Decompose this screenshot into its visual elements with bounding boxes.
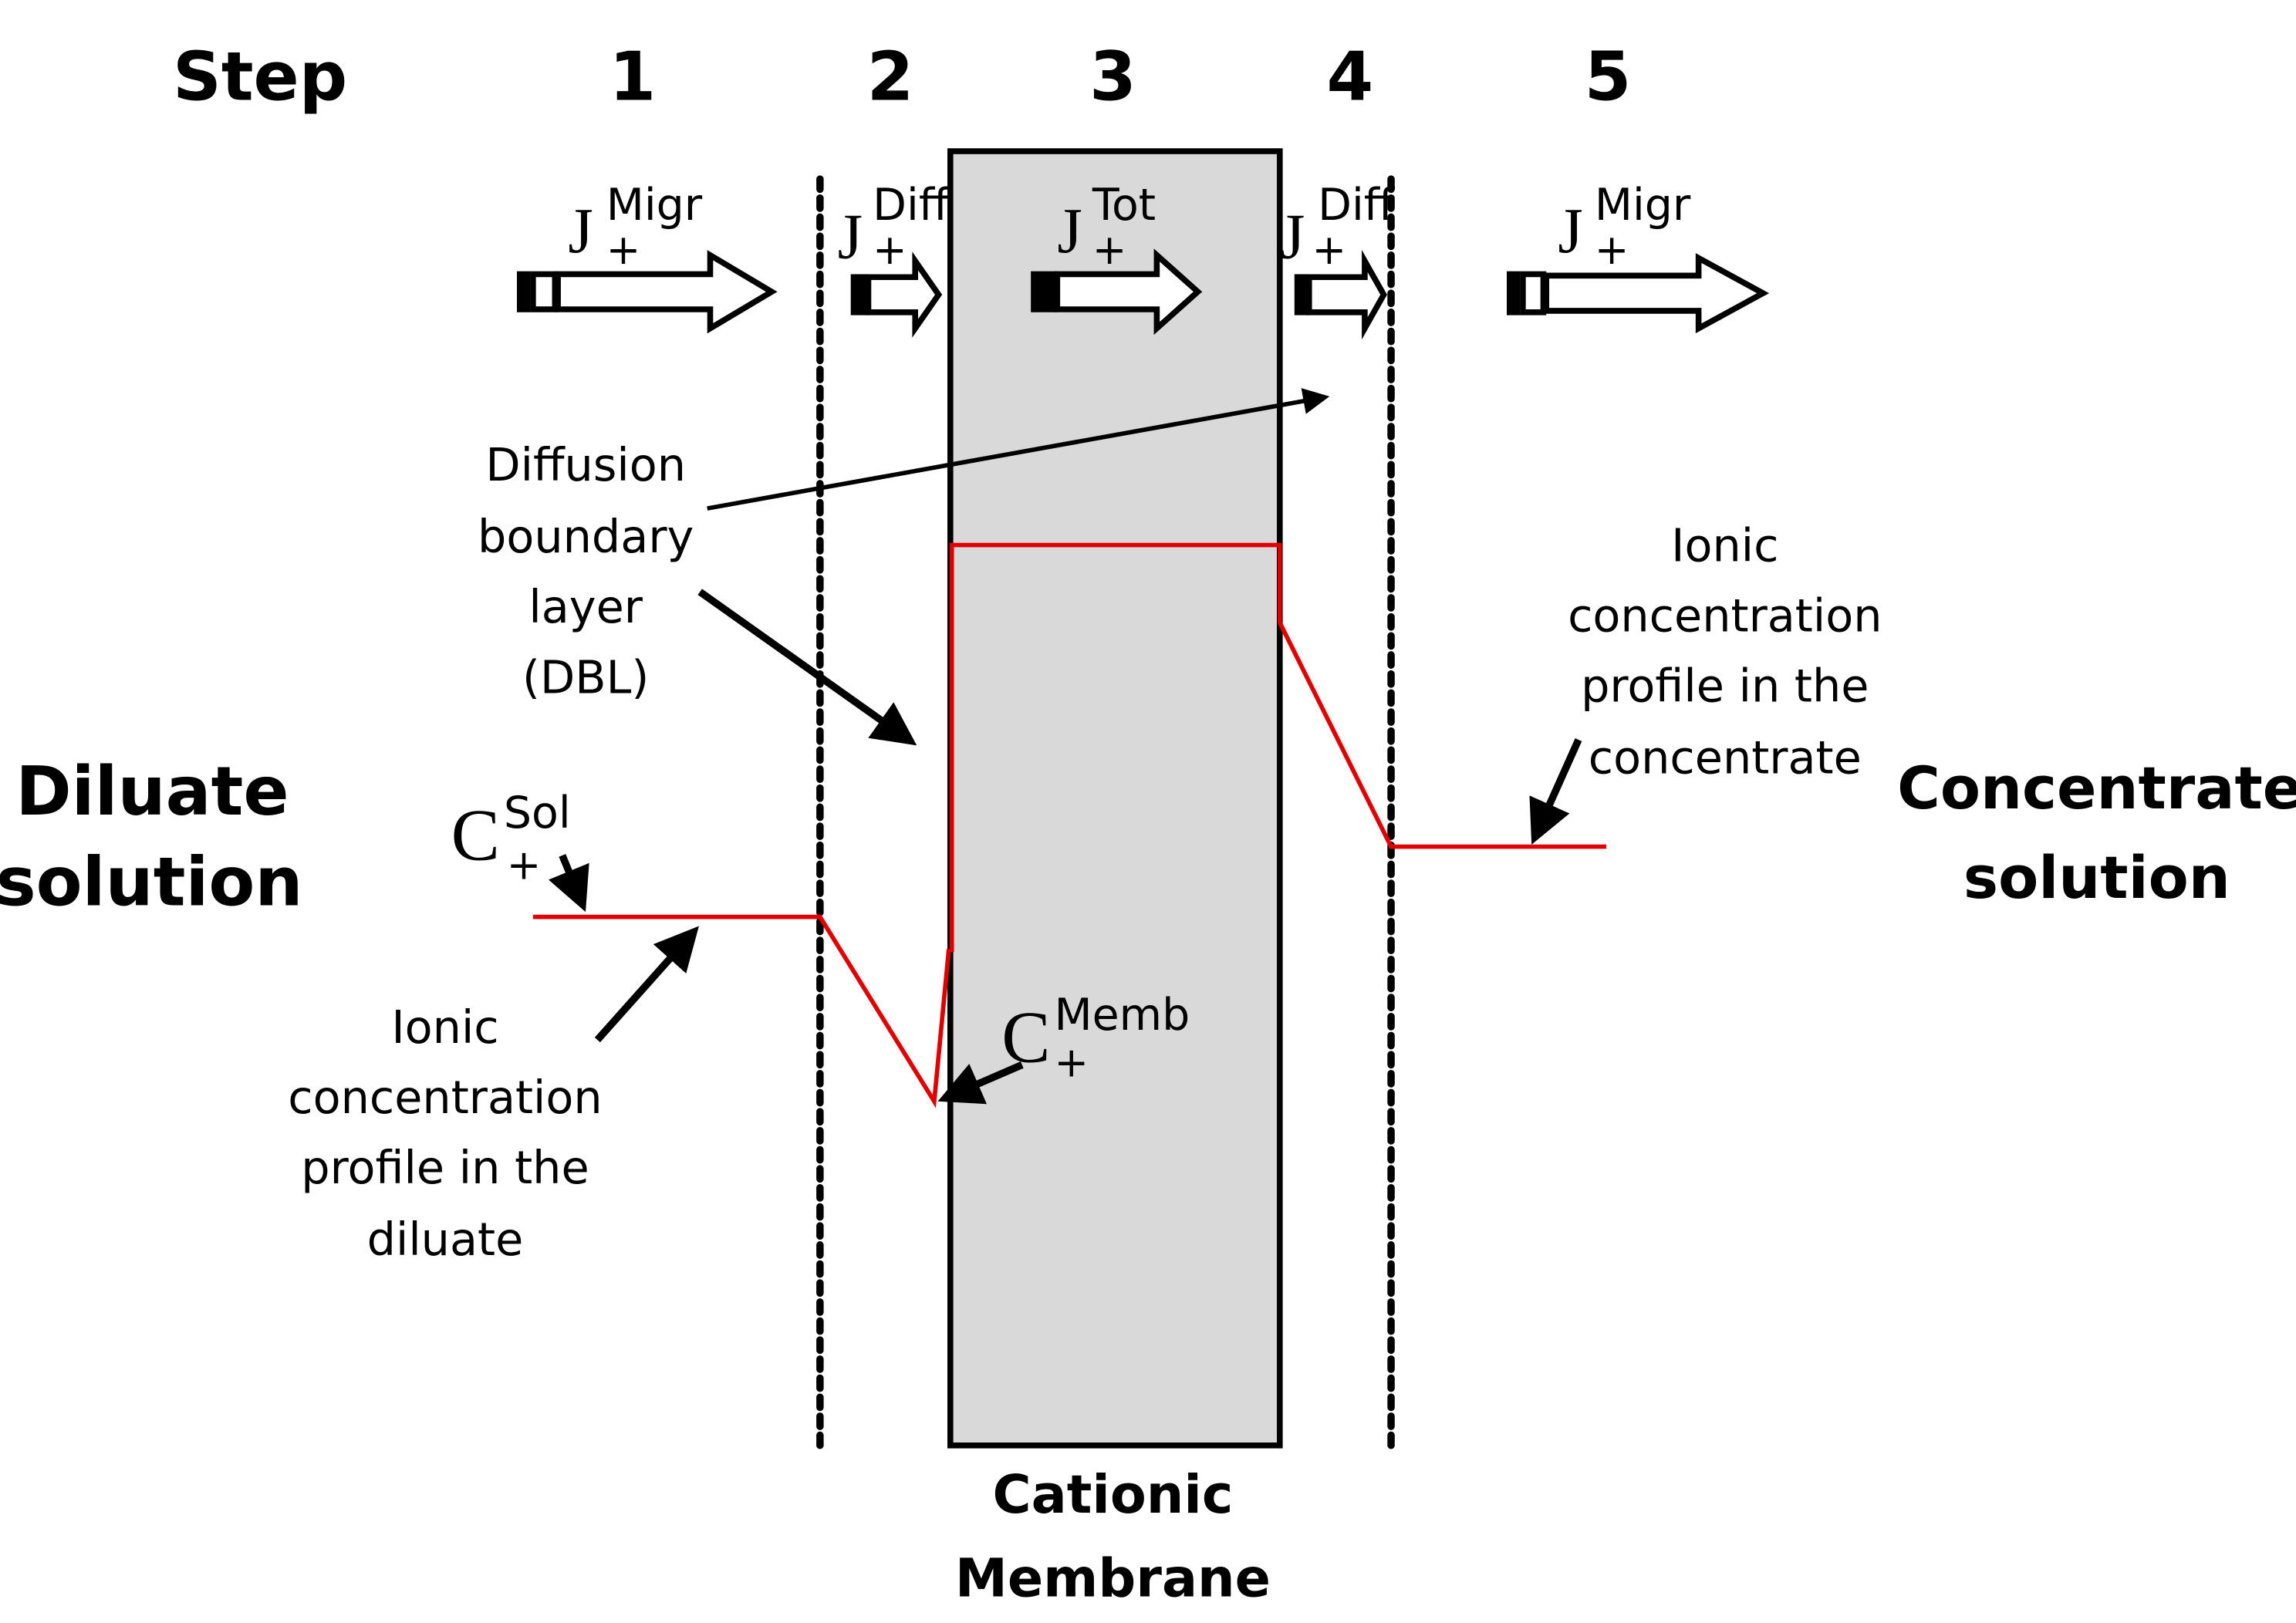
svg-text:solution: solution <box>1963 844 2230 912</box>
membrane-label: Cationic Membrane <box>955 1465 1271 1609</box>
svg-text:layer: layer <box>528 580 643 633</box>
svg-text:Concentrate: Concentrate <box>1897 754 2296 822</box>
svg-text:+: + <box>1312 226 1347 274</box>
svg-text:Migr: Migr <box>606 180 703 231</box>
svg-text:concentration: concentration <box>1568 589 1882 643</box>
svg-text:boundary: boundary <box>478 510 694 563</box>
flux-label-1: J Migr + <box>568 180 702 274</box>
step-label: Step <box>173 38 347 116</box>
svg-text:Ionic: Ionic <box>1671 518 1778 572</box>
svg-text:Cationic: Cationic <box>993 1465 1234 1526</box>
svg-text:J: J <box>1558 196 1583 267</box>
flux-arrow-4 <box>1294 249 1387 340</box>
svg-text:solution: solution <box>0 842 302 921</box>
flux-arrow-3 <box>1031 248 1203 336</box>
dbl-pointer-arrow-left <box>697 589 917 746</box>
svg-text:Tot: Tot <box>1092 180 1156 231</box>
flux-label-4: J Diff + <box>1280 180 1396 274</box>
concentrate-solution-title: Concentrate solution <box>1897 754 2296 912</box>
svg-text:diluate: diluate <box>367 1213 524 1266</box>
c-memb-pointer-arrow <box>937 1061 1024 1105</box>
svg-text:(DBL): (DBL) <box>522 650 649 704</box>
diluate-solution-title: Diluate solution <box>0 752 302 922</box>
svg-text:C: C <box>451 795 500 876</box>
svg-text:Diffusion: Diffusion <box>485 438 686 491</box>
svg-text:J: J <box>1280 202 1305 273</box>
svg-text:+: + <box>606 226 641 274</box>
svg-text:Ionic: Ionic <box>391 1000 498 1054</box>
dbl-label: Diffusion boundary layer (DBL) <box>478 438 694 704</box>
svg-text:Membrane: Membrane <box>955 1548 1271 1609</box>
flux-label-3: J Tot + <box>1057 180 1156 274</box>
svg-text:Diff: Diff <box>1318 180 1396 231</box>
svg-text:concentrate: concentrate <box>1589 731 1862 785</box>
svg-text:Memb: Memb <box>1055 990 1190 1041</box>
concentration-profile <box>532 914 951 1108</box>
svg-text:profile in the: profile in the <box>301 1141 589 1194</box>
step-number-1: 1 <box>609 38 657 116</box>
svg-text:concentration: concentration <box>288 1071 602 1124</box>
svg-text:Sol: Sol <box>504 788 571 838</box>
c-sol-label: C Sol + <box>451 788 571 889</box>
step-number-2: 2 <box>867 38 914 116</box>
flux-label-5: J Migr + <box>1558 180 1691 274</box>
membrane-concentration-profile <box>949 542 1607 953</box>
concentrate-profile-pointer-arrow <box>1529 738 1582 845</box>
svg-text:C: C <box>1001 997 1050 1078</box>
concentrate-profile-label: Ionic concentration profile in the conce… <box>1568 518 1882 784</box>
svg-text:profile in the: profile in the <box>1581 660 1869 713</box>
svg-text:+: + <box>507 841 542 889</box>
c-sol-pointer-arrow <box>548 854 589 913</box>
flux-arrow-5 <box>1507 253 1770 334</box>
c-memb-label: C Memb + <box>1001 990 1190 1087</box>
svg-text:Migr: Migr <box>1595 180 1691 231</box>
svg-text:Diluate: Diluate <box>15 752 289 831</box>
flux-arrow-2 <box>850 251 943 338</box>
step-number-4: 4 <box>1327 38 1374 116</box>
svg-text:+: + <box>1055 1039 1089 1087</box>
svg-text:+: + <box>1595 226 1629 274</box>
svg-text:+: + <box>873 226 907 274</box>
step-number-3: 3 <box>1089 38 1136 116</box>
svg-text:+: + <box>1092 226 1127 274</box>
diluate-profile-pointer-arrow <box>594 926 699 1043</box>
flux-arrow-1 <box>516 250 778 334</box>
cationic-membrane <box>947 148 1283 1449</box>
dbl-pointer-arrow-right <box>707 388 1330 511</box>
diluate-profile-label: Ionic concentration profile in the dilua… <box>288 1000 602 1266</box>
flux-label-2: J Diff + <box>838 180 950 274</box>
svg-text:J: J <box>568 196 593 267</box>
svg-text:J: J <box>1057 196 1082 267</box>
svg-text:Diff: Diff <box>873 180 950 231</box>
step-number-5: 5 <box>1585 38 1632 116</box>
svg-text:J: J <box>838 202 863 273</box>
